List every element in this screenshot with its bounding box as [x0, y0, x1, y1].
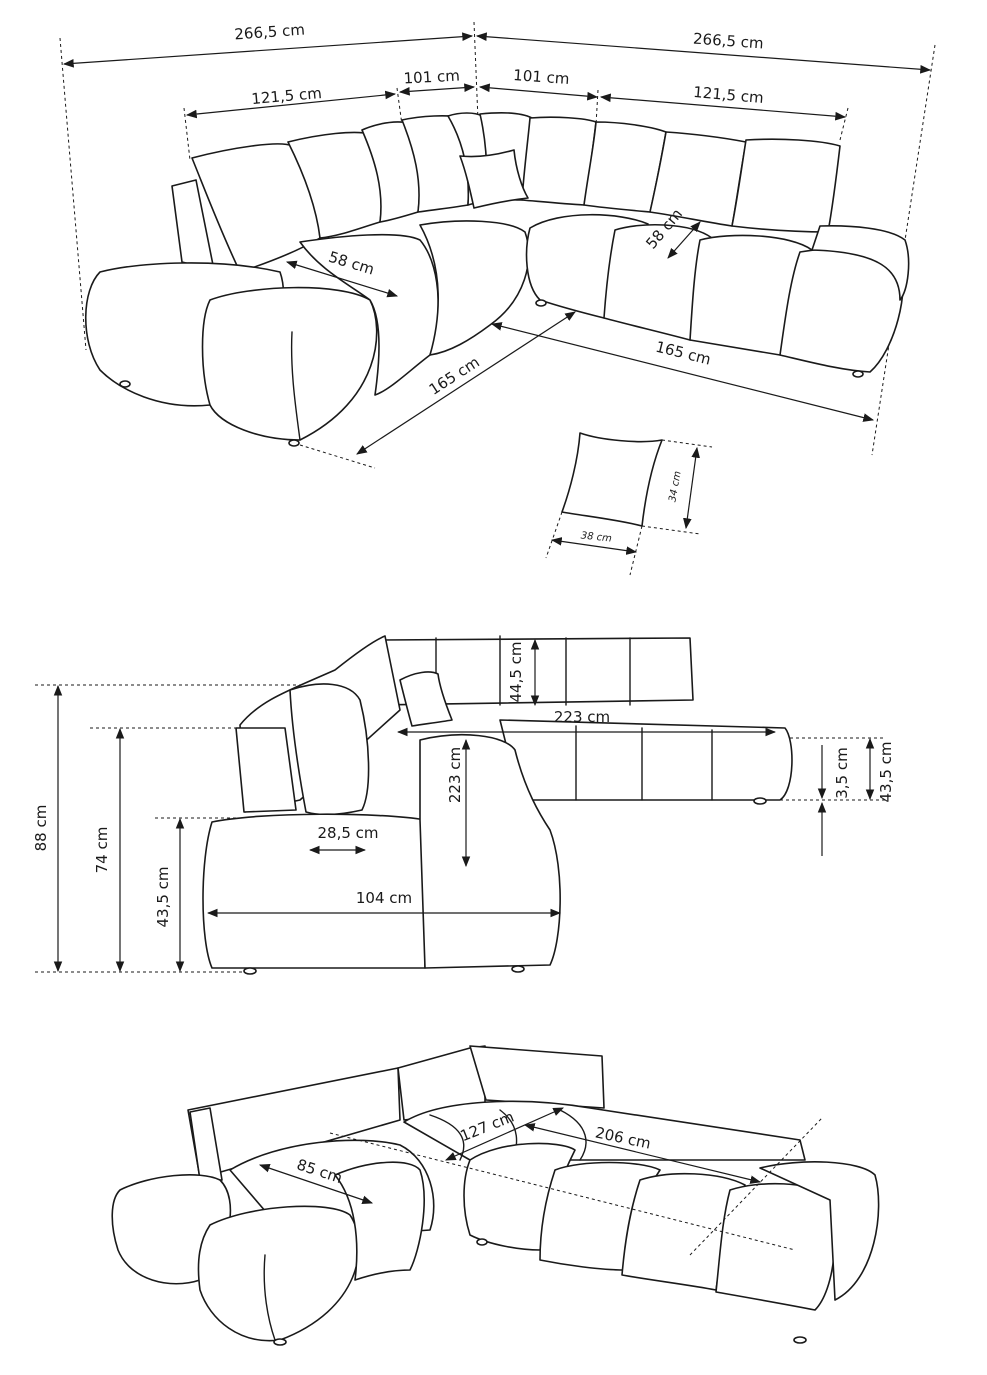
section-right-corner-label: 101 cm [513, 66, 570, 88]
section-left-corner-label: 101 cm [403, 67, 460, 88]
depth-left-label: 165 cm [426, 353, 483, 399]
length-vertical-label: 223 cm [446, 747, 464, 803]
section-right-outer-label: 121,5 cm [692, 83, 764, 107]
top-view-dimension-lines [62, 32, 932, 455]
total-height-label: 88 cm [32, 805, 50, 852]
chaise-width-label: 104 cm [356, 889, 412, 907]
section-left-outer-label: 121,5 cm [251, 84, 323, 108]
pillow-width-label: 38 cm [580, 530, 612, 544]
bed-view-drawing [111, 1045, 880, 1346]
pillow-height-label: 34 cm [667, 470, 683, 503]
side-view-dimension-lines [53, 638, 875, 973]
bed-view-dimension-lines [258, 1107, 762, 1204]
seat-height-label: 43,5 cm [154, 866, 172, 927]
backrest-thickness-label: 28,5 cm [317, 824, 378, 842]
backrest-cushion-height-label: 44,5 cm [507, 641, 525, 702]
armrest-height-label: 74 cm [93, 827, 111, 874]
total-width-right-label: 266,5 cm [693, 30, 765, 53]
total-width-left-label: 266,5 cm [234, 21, 306, 44]
leg-height-label: 3,5 cm [833, 747, 851, 798]
seat-height-right-label: 43,5 cm [877, 741, 895, 802]
pillow-drawing [545, 432, 713, 576]
length-horizontal-label: 223 cm [554, 708, 610, 726]
